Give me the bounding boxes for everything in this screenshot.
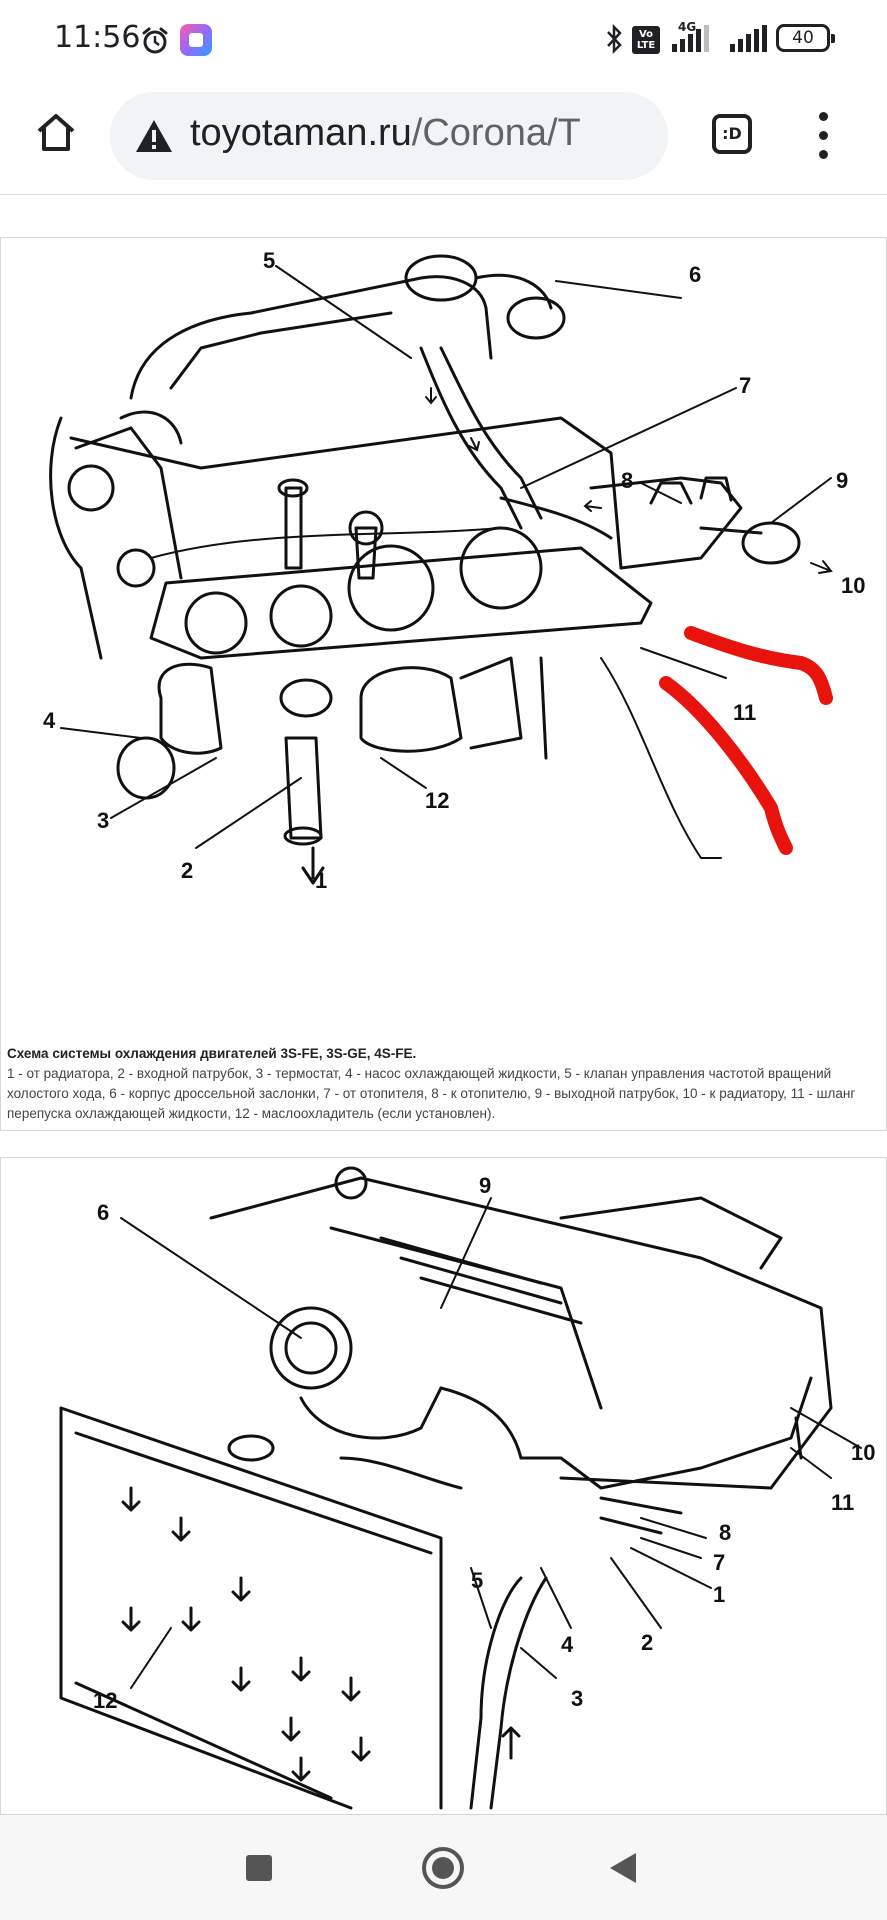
diagram-caption: Схема системы охлаждения двигателей 3S-F… — [7, 1044, 881, 1124]
callout-6: 6 — [689, 262, 701, 287]
callout-3: 3 — [571, 1686, 583, 1711]
callout-3: 3 — [97, 808, 109, 833]
callout-7: 7 — [739, 373, 751, 398]
callout-2: 2 — [181, 858, 193, 883]
callout-8: 8 — [621, 468, 633, 493]
url-text: toyotaman.ru/Corona/T — [190, 112, 581, 155]
callout-10: 10 — [851, 1440, 875, 1465]
red-annotation-line-1 — [684, 626, 833, 705]
url-bar[interactable]: toyotaman.ru/Corona/T — [110, 92, 668, 180]
home-icon — [37, 114, 75, 151]
status-time: 11:56 — [54, 20, 141, 55]
bluetooth-icon — [607, 24, 622, 54]
back-button[interactable] — [610, 1853, 636, 1883]
callout-9: 9 — [479, 1173, 491, 1198]
app-notification-icon — [180, 24, 212, 56]
callout-11: 11 — [733, 700, 756, 725]
cooling-diagram-2[interactable]: 6 9 10 11 8 7 1 2 4 5 3 12 — [0, 1157, 887, 1815]
callout-2: 2 — [641, 1630, 653, 1655]
status-bar: 11:56 Vo LTE 4G 40 — [0, 0, 887, 80]
callout-1: 1 — [315, 868, 327, 893]
caption-title: Схема системы охлаждения двигателей 3S-F… — [7, 1046, 417, 1061]
callout-1: 1 — [713, 1582, 725, 1607]
caption-legend: 1 - от радиатора, 2 - входной патрубок, … — [7, 1066, 856, 1121]
callout-9: 9 — [836, 468, 848, 493]
engine-radiator-illustration: 6 9 10 11 8 7 1 2 4 5 3 12 — [59, 1166, 875, 1810]
callout-4: 4 — [561, 1632, 574, 1657]
battery-indicator: 40 — [776, 24, 835, 52]
network-type-label: 4G — [678, 20, 697, 34]
red-annotation-line-2 — [659, 676, 793, 855]
callout-5: 5 — [471, 1568, 483, 1593]
cooling-diagram-3s-fe[interactable]: 5 6 7 8 9 10 11 4 3 12 2 1 Схема системы… — [0, 237, 887, 1131]
engine-cooling-illustration: 5 6 7 8 9 10 11 4 3 12 2 1 — [43, 248, 865, 893]
browser-toolbar: toyotaman.ru/Corona/T :D — [0, 80, 887, 192]
callout-11: 11 — [831, 1490, 854, 1515]
tab-switcher-button[interactable]: :D — [712, 114, 752, 154]
callout-4: 4 — [43, 708, 56, 733]
page-content[interactable]: 5 6 7 8 9 10 11 4 3 12 2 1 Схема системы… — [0, 195, 887, 1815]
callout-8: 8 — [719, 1520, 731, 1545]
warning-triangle-icon[interactable] — [134, 118, 174, 154]
home-nav-button[interactable] — [422, 1847, 464, 1889]
system-nav-bar — [0, 1815, 887, 1920]
url-path: /Corona/T — [411, 112, 581, 154]
recents-button[interactable] — [246, 1855, 272, 1881]
callout-6: 6 — [97, 1200, 109, 1225]
signal-strength-icon — [672, 25, 709, 52]
toolbar-divider — [0, 194, 887, 195]
volte-badge: Vo LTE — [632, 26, 660, 54]
home-button[interactable] — [28, 104, 84, 160]
callout-5: 5 — [263, 248, 275, 273]
callout-12: 12 — [425, 788, 449, 813]
url-host: toyotaman.ru — [190, 112, 412, 154]
signal-strength-icon-2 — [730, 25, 767, 52]
alarm-clock-icon — [142, 27, 168, 54]
callout-7: 7 — [713, 1550, 725, 1575]
url-fade — [638, 92, 668, 180]
callout-10: 10 — [841, 573, 865, 598]
callout-12: 12 — [93, 1688, 117, 1713]
more-vert-icon[interactable] — [808, 108, 840, 164]
